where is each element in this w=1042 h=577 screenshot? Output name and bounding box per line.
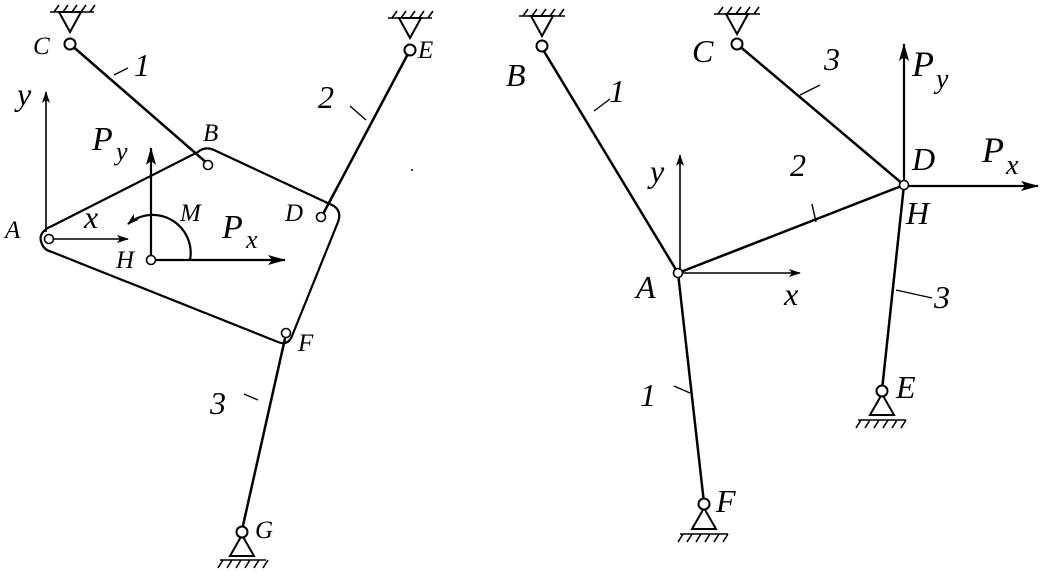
right-label-3-lower: 3	[933, 279, 950, 315]
left-support-G	[217, 532, 269, 569]
right-joint-D	[898, 179, 910, 191]
right-label-Py: P y	[911, 44, 949, 95]
left-label-1: 1	[134, 47, 150, 83]
right-label-x: x	[783, 276, 798, 312]
left-label-Py: P y	[91, 121, 128, 166]
left-label-x: x	[83, 199, 98, 235]
right-support-F	[677, 505, 729, 543]
svg-text:x: x	[1005, 150, 1019, 181]
right-label-D: D	[911, 141, 935, 177]
right-label-1-upper: 1	[609, 73, 625, 109]
right-joint-F	[697, 497, 711, 511]
svg-text:y: y	[113, 137, 128, 166]
left-joint-H	[145, 254, 157, 266]
left-label-F: F	[297, 330, 314, 357]
right-label-F: F	[715, 483, 736, 519]
right-label-y: y	[647, 153, 665, 189]
right-member-3-upper	[736, 43, 905, 186]
left-label-2: 2	[318, 79, 334, 115]
left-joint-A	[43, 233, 55, 245]
left-member-2	[320, 49, 412, 217]
right-label-2: 2	[790, 147, 806, 183]
svg-text:P: P	[911, 44, 934, 84]
right-label-H: H	[905, 195, 931, 231]
right-label-1-lower: 1	[640, 377, 656, 413]
left-joint-C	[63, 37, 77, 51]
left-label-D: D	[284, 200, 303, 227]
right-label-Px: P x	[981, 130, 1019, 181]
left-moment-M	[127, 213, 192, 261]
right-member-1-lower	[676, 272, 706, 504]
right-joint-C	[730, 37, 744, 51]
svg-text:y: y	[933, 64, 949, 95]
left-label-y: y	[14, 76, 32, 112]
stray-dot	[411, 169, 413, 171]
right-member-1-upper	[540, 47, 680, 274]
svg-text:x: x	[245, 225, 258, 254]
left-member-1	[69, 43, 209, 165]
right-label-3-upper: 3	[823, 41, 840, 77]
left-label-M: M	[179, 200, 202, 227]
right-member-3-lower	[880, 184, 906, 391]
left-joint-E	[403, 43, 417, 57]
svg-text:P: P	[221, 209, 243, 246]
svg-text:P: P	[981, 130, 1004, 170]
right-label-B: B	[506, 57, 526, 93]
left-support-C	[50, 4, 96, 35]
left-joint-G	[235, 525, 249, 539]
svg-text:P: P	[91, 121, 113, 158]
right-joint-E	[875, 384, 889, 398]
left-member-3	[240, 333, 288, 531]
left-label-Px: P x	[221, 209, 258, 254]
left-figure: C 1 y B A x H M P y P x E 2 D F 3 G	[3, 4, 434, 569]
left-label-3: 3	[209, 385, 226, 421]
left-joint-F	[280, 327, 292, 339]
right-support-E	[855, 391, 907, 429]
left-label-A: A	[3, 217, 21, 244]
left-joint-D	[315, 211, 327, 223]
right-support-C	[714, 6, 760, 37]
left-label-H: H	[115, 247, 136, 274]
left-label-B: B	[203, 120, 218, 147]
right-support-B	[519, 8, 565, 39]
rigid-body-outline	[39, 147, 341, 345]
left-joint-B	[202, 159, 214, 171]
left-label-G: G	[255, 517, 273, 544]
right-label-C: C	[692, 33, 714, 69]
right-label-A: A	[634, 269, 656, 305]
right-figure: B 1 C 3 P y y 2 D P x H A x 3 E 1 F	[506, 6, 1039, 543]
left-label-E: E	[417, 37, 433, 64]
right-label-E: E	[895, 369, 916, 405]
left-support-E	[388, 10, 434, 41]
right-joint-B	[535, 39, 549, 53]
right-joint-A	[672, 267, 684, 279]
left-label-C: C	[33, 33, 50, 60]
right-member-2	[677, 183, 905, 275]
